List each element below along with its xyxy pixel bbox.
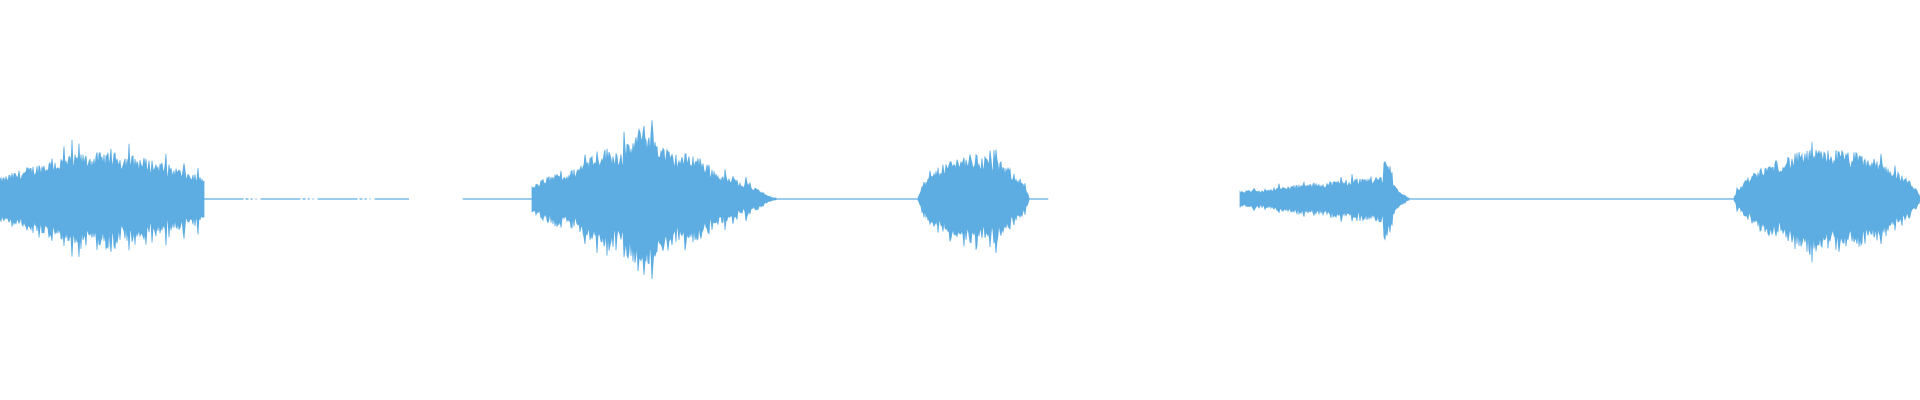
- waveform-burst-4: [1239, 161, 1410, 241]
- waveform-burst-1: [0, 139, 205, 257]
- waveform-burst-1-shape: [0, 139, 205, 257]
- waveform-burst-2: [531, 120, 777, 280]
- waveform-burst-3-shape: [917, 149, 1030, 254]
- waveform-burst-5: [1733, 142, 1920, 263]
- waveform-burst-3: [917, 149, 1030, 254]
- waveform-burst-4-shape: [1239, 161, 1410, 241]
- waveform-burst-5-shape: [1733, 142, 1920, 263]
- waveform-burst-2-shape: [531, 120, 777, 280]
